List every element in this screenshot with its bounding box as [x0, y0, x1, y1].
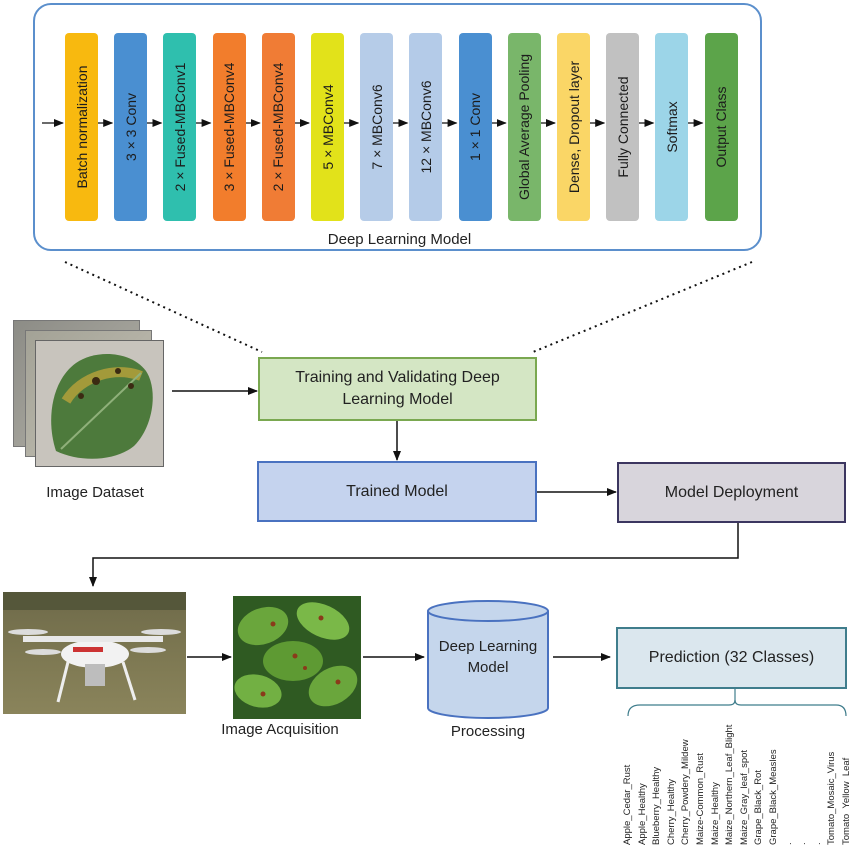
model-block-label: 12 × MBConv6	[417, 80, 434, 174]
leaves-icon	[234, 602, 358, 708]
training-validating-label: Training and Validating Deep Learning Mo…	[295, 369, 500, 408]
drone-image	[3, 592, 186, 714]
class-label: Blueberry_Healthy	[651, 766, 663, 845]
class-label: Grape_Black_Rot	[753, 770, 765, 845]
deep-learning-model-frame: Batch normalization 3 × 3 Conv 2 × Fused-M…	[33, 3, 762, 251]
model-block-label: Softmax	[663, 101, 680, 153]
class-ellipsis: .	[782, 842, 794, 845]
training-validating-box: Training and Validating Deep Learning Mo…	[258, 357, 537, 421]
class-label: Cherry_Powdery_Mildew	[680, 739, 692, 845]
trained-model-label: Trained Model	[346, 482, 448, 500]
model-block: 3 × 3 Conv	[114, 33, 148, 221]
model-block: Dense, Dropout layer	[557, 33, 590, 221]
class-label: Grape_Black_Measles	[768, 749, 779, 845]
model-block: 5 × MBConv4	[311, 33, 344, 221]
dotted-line-left	[64, 261, 263, 353]
model-block: Softmax	[655, 33, 689, 221]
processing-cylinder-text: Deep Learning Model	[438, 638, 538, 676]
model-block-label: Fully Connected	[614, 76, 631, 178]
model-block: 2 × Fused-MBConv1	[163, 33, 197, 221]
leaf-image	[51, 353, 153, 459]
model-block-label: 5 × MBConv4	[319, 84, 336, 170]
model-block-label: 2 × Fused-MBConv1	[171, 62, 188, 192]
model-caption: Deep Learning Model	[327, 231, 472, 248]
image-dataset-label: Image Dataset	[46, 484, 144, 501]
class-ellipsis: .	[811, 842, 823, 845]
image-dataset-stack	[13, 320, 164, 467]
class-ellipsis: .	[797, 842, 809, 845]
drone-icon	[3, 592, 186, 703]
model-block: 1 × 1 Conv	[458, 33, 492, 221]
trained-model-box: Trained Model	[257, 461, 537, 522]
class-label: Cherry_Healthy	[665, 779, 677, 845]
model-deployment-label: Model Deployment	[664, 483, 799, 501]
model-block-label: 1 × 1 Conv	[467, 92, 484, 162]
model-block: 2 × Fused-MBConv4	[261, 33, 295, 221]
prediction-label: Prediction (32 Classes)	[648, 649, 815, 667]
class-label: Tomato_Mosaic_Virus	[826, 751, 838, 845]
class-label: Apple_Healthy	[636, 783, 648, 845]
model-block-label: 2 × Fused-MBConv4	[270, 62, 287, 192]
class-label: Apple_Cedar_Rust	[622, 764, 633, 845]
dotted-line-right	[532, 261, 753, 353]
class-label: Maize_Northern_Leaf_Blight	[724, 724, 736, 845]
model-block-label: Output Class	[713, 86, 730, 168]
model-block: Output Class	[704, 33, 738, 221]
model-block-label: Global Average Pooling	[516, 53, 533, 201]
model-block-label: 7 × MBConv6	[368, 84, 385, 170]
model-block: Global Average Pooling	[507, 33, 541, 221]
processing-cylinder	[427, 600, 549, 719]
class-label: Maize_Gray_leaf_spot	[738, 749, 750, 845]
image-acquisition-label: Image Acquisition	[221, 721, 339, 738]
model-block: Batch normalization	[65, 33, 98, 221]
model-block: Fully Connected	[606, 33, 640, 221]
model-block-label: Dense, Dropout layer	[565, 60, 582, 194]
model-deployment-box: Model Deployment	[617, 462, 846, 523]
acquisition-image	[233, 596, 361, 719]
arrow-deployment-to-drone	[89, 523, 739, 587]
class-label: Tomato_Yellow_Leaf	[841, 757, 850, 845]
processing-label: Processing	[450, 723, 526, 740]
class-label: Maize-Common_Rust	[695, 753, 706, 845]
model-block-label: 3 × 3 Conv	[122, 92, 139, 162]
class-label: Maize_Healthy	[709, 782, 721, 845]
dataset-image-front	[35, 340, 164, 467]
prediction-brace	[627, 689, 847, 717]
model-block-label: Batch normalization	[73, 65, 90, 189]
prediction-box: Prediction (32 Classes)	[616, 627, 847, 689]
model-block: 7 × MBConv6	[360, 33, 394, 221]
model-block-label: 3 × Fused-MBConv4	[221, 62, 238, 192]
model-block: 3 × Fused-MBConv4	[212, 33, 246, 221]
model-block: 12 × MBConv6	[409, 33, 443, 221]
